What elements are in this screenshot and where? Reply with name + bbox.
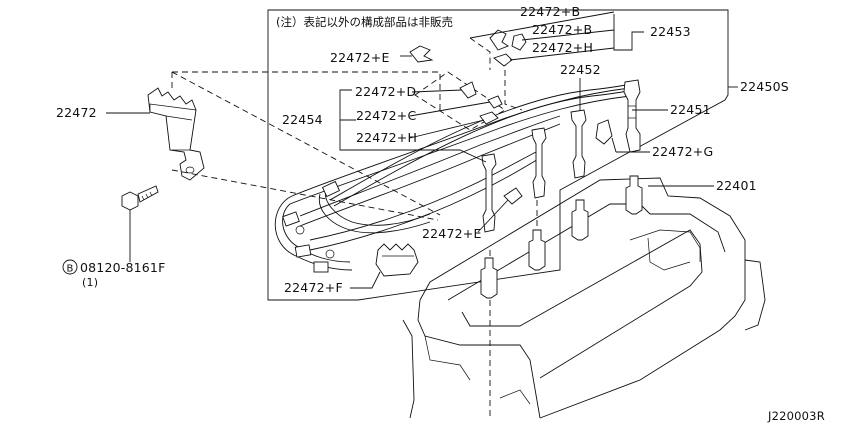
label-22472-g: 22472+G (652, 144, 713, 159)
label-22401: 22401 (716, 178, 757, 193)
wire-ends-left (282, 180, 341, 273)
bolt-marker-letter: B (66, 264, 73, 275)
label-22472-h-1: 22472+H (532, 40, 593, 55)
label-22472-b-2: 22472+B (532, 22, 592, 37)
assembly-frame (267, 9, 729, 301)
boot-22451 (623, 79, 641, 153)
bolt-08120-8161F (121, 185, 159, 262)
label-22450s: 22450S (740, 79, 789, 94)
label-22472-f: 22472+F (284, 280, 343, 295)
label-22451: 22451 (670, 102, 711, 117)
label-22472-e-2: 22472+E (422, 226, 482, 241)
engine-cover (402, 177, 766, 419)
label-22472: 22472 (56, 105, 97, 120)
label-22452: 22452 (560, 62, 601, 77)
boot-22452 (481, 109, 587, 233)
label-22472-e-1: 22472+E (330, 50, 390, 65)
clips (375, 29, 613, 277)
label-22472-b-1: 22472+B (520, 4, 580, 19)
label-22472-h-2: 22472+H (356, 130, 417, 145)
label-22454: 22454 (282, 112, 323, 127)
spark-plugs-22401 (480, 175, 643, 299)
label-22453: 22453 (650, 24, 691, 39)
bracket-22472 (147, 87, 205, 181)
bolt-marker-circle (62, 259, 78, 275)
label-22472-d: 22472+D (355, 84, 416, 99)
label-bolt-qty: (1) (82, 276, 98, 289)
leader-lines (106, 11, 738, 289)
label-22472-c: 22472+C (356, 108, 416, 123)
note-text: (注）表記以外の構成部品は非販売 (276, 15, 453, 29)
alignment-lines (171, 37, 581, 420)
diagram-code: J220003R (767, 409, 825, 423)
label-bolt-code: 08120-8161F (80, 260, 165, 275)
